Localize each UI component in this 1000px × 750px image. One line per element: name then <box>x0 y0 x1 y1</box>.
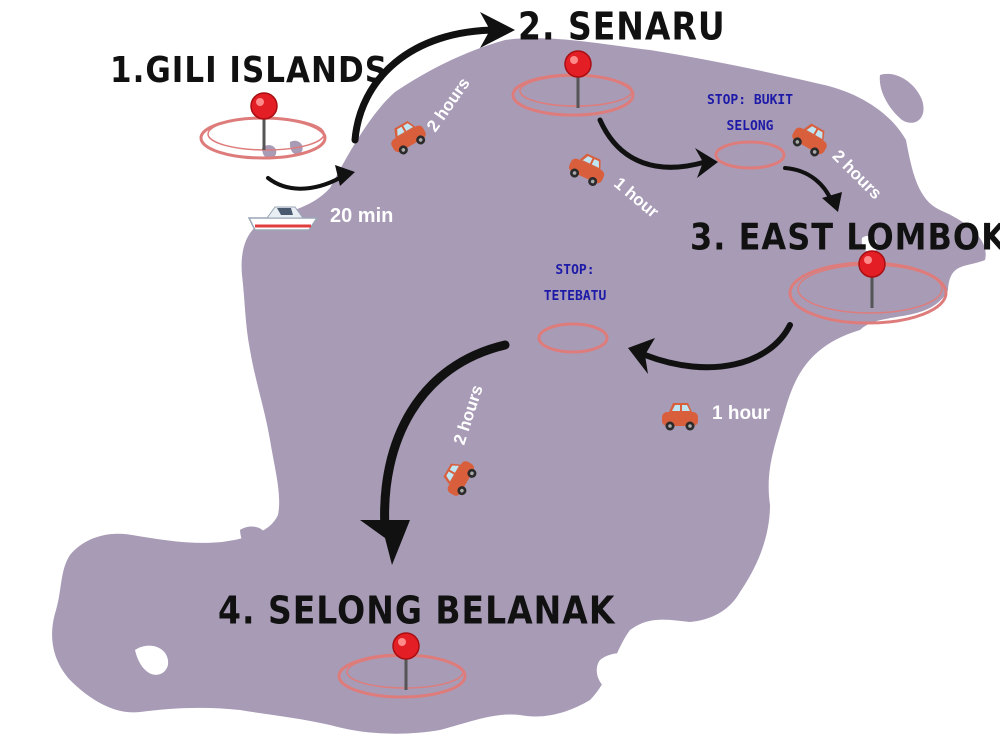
stop-circle <box>714 140 786 170</box>
arrow-head <box>360 520 410 565</box>
destination-selong-belanak-label: 4. SELONG BELANAK <box>218 588 616 633</box>
stop-line: STOP: <box>555 263 595 278</box>
stop-line: TETEBATU <box>543 289 607 304</box>
arrow-head <box>822 192 842 212</box>
southwest-lagoon <box>135 645 169 675</box>
duration-label: 20 min <box>330 205 394 227</box>
gili-islet-shape <box>262 145 277 159</box>
route-arrow-icon <box>266 173 347 191</box>
north-inlet <box>861 235 877 253</box>
arrow-head <box>628 338 655 374</box>
route-arrow-icon <box>642 322 793 371</box>
map-pin-icon <box>249 91 279 152</box>
stop-line: STOP: BUKIT <box>706 93 794 108</box>
speedboat-icon <box>247 206 319 231</box>
stop-line: SELONG <box>726 119 774 134</box>
south-bay <box>596 653 646 694</box>
route-arrow-icon <box>597 117 708 170</box>
destination-senaru-label: 2. SENARU <box>518 4 726 49</box>
destination-east-lombok-label: 3. EAST LOMBOK <box>690 215 1000 259</box>
stop-tetebatu-label: STOP: TETEBATU <box>520 258 630 310</box>
stop-circle <box>537 322 609 354</box>
route-arrow-icon <box>351 26 502 144</box>
destination-gili-islands-label: 1.GILI ISLANDS <box>110 50 389 92</box>
duration-label: 1 hour <box>712 403 771 424</box>
east-islet-shape <box>879 73 924 123</box>
stop-bukit-selong-label: STOP: BUKIT SELONG <box>690 88 810 140</box>
lombok-island-shape <box>52 38 986 734</box>
west-islet-shape <box>240 526 269 554</box>
location-circle <box>207 117 325 151</box>
arrow-head <box>695 148 718 178</box>
route-arrow-icon <box>380 340 510 535</box>
arrow-head <box>480 12 515 48</box>
arrow-head <box>335 165 355 186</box>
